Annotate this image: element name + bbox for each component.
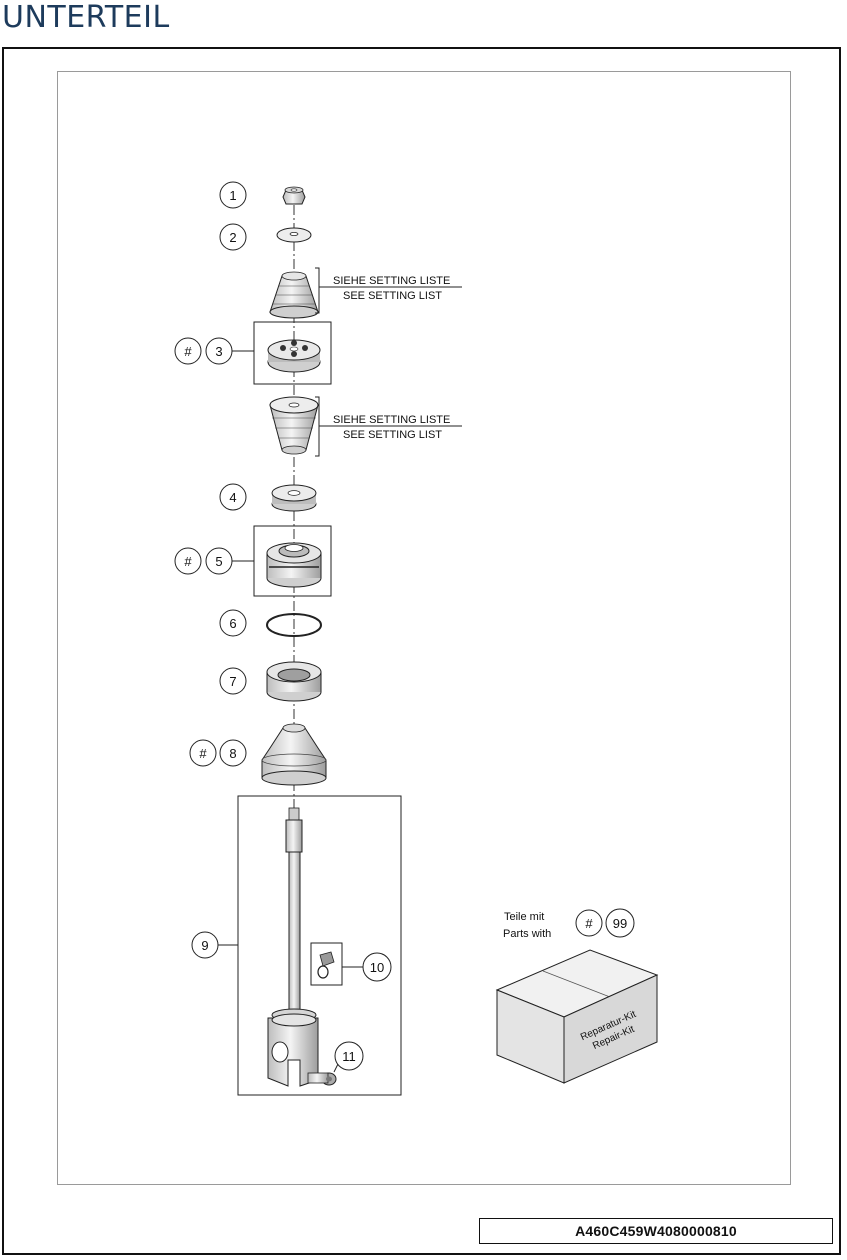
repair-kit-box: Reparatur-Kit Repair-Kit xyxy=(495,949,659,1084)
part-10-fitting xyxy=(310,942,343,986)
callout-1-label: 1 xyxy=(229,188,236,203)
callout-9: 9 xyxy=(191,931,219,959)
callout-5-kit: # 5 xyxy=(174,547,233,575)
callout-6-label: 6 xyxy=(229,616,236,631)
setting-note-upper-de: SIEHE SETTING LISTE xyxy=(333,275,450,287)
callout-1: 1 xyxy=(219,181,247,209)
setting-note-lower-en: SEE SETTING LIST xyxy=(343,429,442,441)
part-6-o-ring xyxy=(266,613,322,637)
part-9-piston-rod xyxy=(237,795,402,1096)
part-11-bolt xyxy=(307,1072,337,1086)
callout-99-kit: # 99 xyxy=(575,908,635,938)
part-8-bump-stop xyxy=(261,723,327,786)
callout-8-kit: # 8 xyxy=(189,739,247,767)
part-4-valve xyxy=(271,484,317,512)
callout-4: 4 xyxy=(219,483,247,511)
callout-11-label: 11 xyxy=(342,1049,356,1064)
setting-note-lower: SIEHE SETTING LISTE SEE SETTING LIST xyxy=(315,396,462,457)
callout-5-hash: # xyxy=(184,554,192,569)
callout-8-hash: # xyxy=(199,746,207,761)
callout-7: 7 xyxy=(219,667,247,695)
callout-3-hash: # xyxy=(184,344,192,359)
kit-label-de: Teile mit xyxy=(504,911,544,923)
drawing-area xyxy=(57,71,791,1185)
callout-99-label: 99 xyxy=(613,916,627,931)
upper-shim-stack xyxy=(269,271,319,319)
callout-4-label: 4 xyxy=(229,490,236,505)
drawing-code: A460C459W4080000810 xyxy=(479,1218,833,1244)
callout-7-label: 7 xyxy=(229,674,236,689)
callout-9-label: 9 xyxy=(201,938,208,953)
callout-8-label: 8 xyxy=(229,746,236,761)
drawing-frame xyxy=(2,47,841,1255)
part-2-washer xyxy=(276,227,312,243)
part-5-seal-assembly xyxy=(253,525,332,597)
callout-99-hash: # xyxy=(585,916,593,931)
part-7-bushing xyxy=(266,661,322,702)
kit-legend: Teile mit Parts with xyxy=(503,911,551,940)
callout-3-label: 3 xyxy=(215,344,222,359)
callout-11: 11 xyxy=(334,1041,364,1071)
part-1-nut xyxy=(282,186,306,205)
callout-2: 2 xyxy=(219,223,247,251)
callout-6: 6 xyxy=(219,609,247,637)
setting-note-upper-en: SEE SETTING LIST xyxy=(343,290,442,302)
callout-10-label: 10 xyxy=(370,960,384,975)
callout-2-label: 2 xyxy=(229,230,236,245)
lower-shim-stack xyxy=(269,396,319,455)
callout-10: 10 xyxy=(362,952,392,982)
setting-note-lower-de: SIEHE SETTING LISTE xyxy=(333,414,450,426)
kit-label-en: Parts with xyxy=(503,928,551,940)
callout-3-kit: # 3 xyxy=(174,337,233,365)
page-title: UNTERTEIL xyxy=(2,0,170,35)
setting-note-upper: SIEHE SETTING LISTE SEE SETTING LIST xyxy=(315,267,462,314)
callout-5-label: 5 xyxy=(215,554,222,569)
part-3-piston xyxy=(253,321,332,385)
